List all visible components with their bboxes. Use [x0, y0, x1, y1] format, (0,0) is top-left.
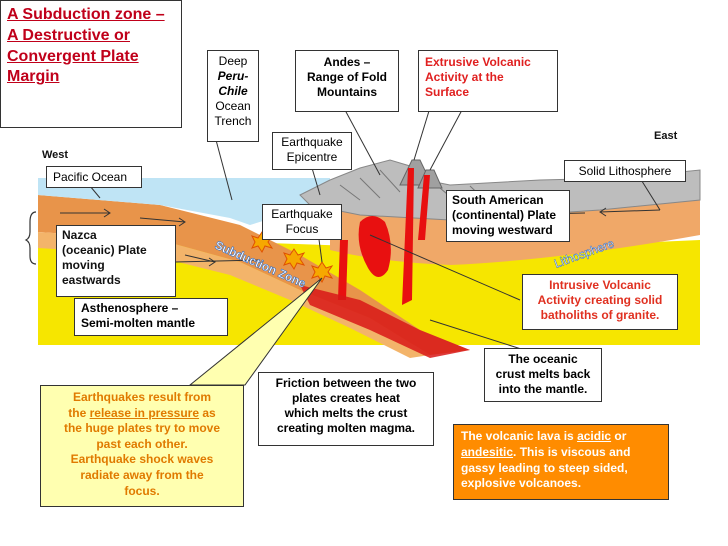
intrusive-line3: batholiths of granite. [540, 308, 660, 322]
deep-trench-line5: Trench [214, 114, 252, 128]
epicentre-label: Earthquake Epicentre [272, 132, 352, 170]
friction-explanation: Friction between the two plates creates … [258, 372, 434, 446]
epicentre-line1: Earthquake [281, 135, 343, 149]
oceanic-crust-label: The oceanic crust melts back into the ma… [484, 348, 602, 402]
extrusive-line1: Extrusive Volcanic [425, 55, 531, 69]
oceanic-crust-line3: into the mantle. [498, 382, 588, 396]
diagram-title: A Subduction zone – A Destructive or Con… [0, 0, 182, 128]
deep-trench-label: Deep Peru- Chile Ocean Trench [207, 50, 259, 142]
extrusive-line2: Activity at the [425, 70, 504, 84]
fold-lines [339, 169, 491, 206]
south-american-plate-label: South American (continental) Plate movin… [446, 190, 570, 242]
earthquakes-line2c: as [199, 405, 216, 420]
magma-dyke [338, 240, 348, 300]
andes-line2: Range of Fold [307, 70, 387, 84]
melt-zone [300, 285, 470, 358]
earthquakes-line2: the release in pressure as [43, 406, 241, 422]
lava-line1c: or [611, 429, 627, 443]
nazca-line2: (oceanic) Plate [62, 243, 147, 257]
west-label: West [42, 149, 68, 161]
lava-line2b: . This is viscous and [513, 444, 631, 459]
friction-line1: Friction between the two [275, 376, 417, 390]
earthquakes-line4: past each other. [96, 436, 188, 451]
earthquakes-explanation: Earthquakes result from the release in p… [40, 385, 244, 507]
nazca-line4: eastwards [62, 273, 121, 287]
magma-plume-2 [418, 175, 430, 240]
acidic-text: acidic [577, 429, 612, 443]
focus-line2: Focus [285, 222, 319, 236]
epicentre-line2: Epicentre [286, 150, 338, 164]
extrusive-label: Extrusive Volcanic Activity at the Surfa… [418, 50, 558, 112]
intrusive-label: Intrusive Volcanic Activity creating sol… [522, 274, 678, 330]
earthquakes-line7: focus. [124, 483, 160, 498]
friction-line2: plates creates heat [291, 391, 401, 405]
focus-label: Earthquake Focus [262, 204, 342, 240]
south-american-line3: moving westward [452, 223, 553, 237]
oceanic-crust-line2: crust melts back [495, 367, 591, 381]
lava-line4: explosive volcanoes. [461, 476, 582, 491]
south-american-line1: South American [452, 193, 544, 207]
magma-chamber [358, 216, 391, 278]
lava-line3: gassy leading to steep sided, [461, 460, 628, 475]
asthenosphere-line1: Asthenosphere – [81, 301, 179, 315]
deep-trench-line3: Chile [218, 84, 248, 98]
nazca-plate-label: Nazca (oceanic) Plate moving eastwards [56, 225, 176, 297]
ocean-water [38, 178, 330, 225]
oceanic-crust-line1: The oceanic [508, 352, 578, 366]
lava-line2: andesitic. This is viscous and [461, 445, 661, 461]
andesitic-text: andesitic [461, 444, 514, 459]
lava-explanation: The volcanic lava is acidic or andesitic… [453, 424, 669, 500]
andes-label: Andes – Range of Fold Mountains [295, 50, 399, 112]
magma-plume-1 [402, 168, 414, 305]
intrusive-line1: Intrusive Volcanic [549, 278, 651, 292]
lava-line1: The volcanic lava is acidic or [461, 429, 661, 445]
pacific-ocean-label: Pacific Ocean [46, 166, 142, 188]
east-label: East [654, 130, 678, 142]
intrusive-line2: Activity creating solid [537, 293, 663, 307]
earthquakes-line5: Earthquake shock waves [70, 452, 214, 467]
earthquakes-line6: radiate away from the [80, 467, 204, 482]
earthquakes-line1: Earthquakes result from [72, 390, 212, 404]
release-in-pressure-text: release in pressure [89, 405, 200, 420]
extrusive-line3: Surface [425, 85, 470, 99]
south-american-line2: (continental) Plate [452, 208, 557, 222]
earthquakes-line3: the huge plates try to move [63, 421, 221, 436]
lava-line1a: The volcanic lava is [461, 429, 578, 443]
andes-line3: Mountains [317, 85, 377, 99]
friction-line4: creating molten magma. [276, 421, 416, 435]
nazca-line3: moving [62, 258, 105, 272]
solid-lithosphere-label: Solid Lithosphere [564, 160, 686, 182]
friction-line3: which melts the crust [284, 406, 408, 420]
asthenosphere-label: Asthenosphere – Semi-molten mantle [74, 298, 228, 336]
deep-trench-line1: Deep [218, 54, 248, 68]
deep-trench-line2: Peru- [217, 69, 249, 83]
focus-line1: Earthquake [271, 207, 333, 221]
lithosphere-brace [24, 211, 37, 265]
deep-trench-line4: Ocean [215, 99, 251, 113]
andes-line1: Andes – [323, 55, 371, 69]
asthenosphere-line2: Semi-molten mantle [81, 316, 196, 330]
earthquakes-line2a: the [68, 405, 90, 420]
nazca-line1: Nazca [62, 228, 97, 242]
